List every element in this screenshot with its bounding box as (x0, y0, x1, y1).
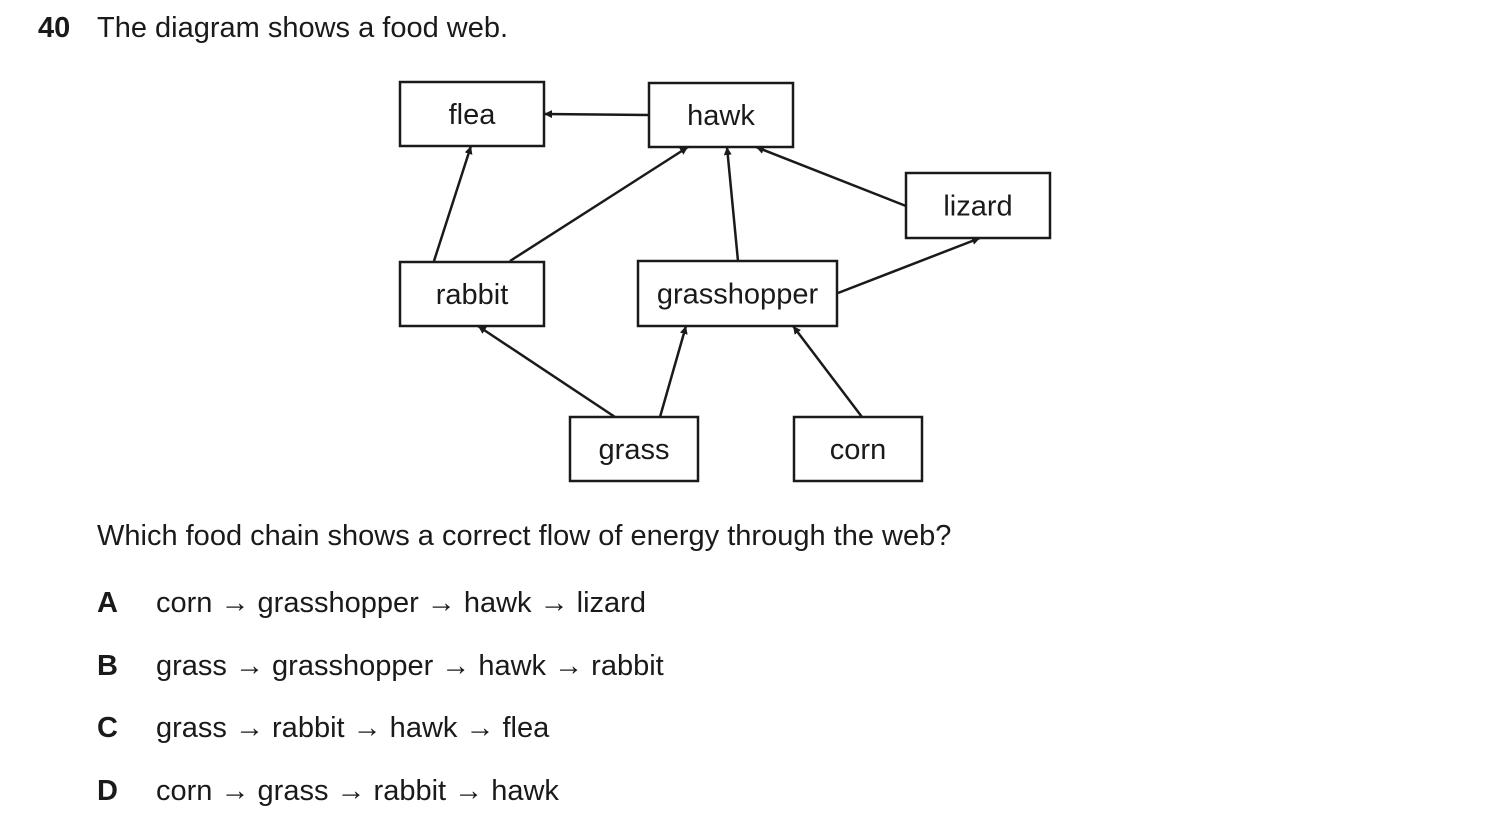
node-flea: flea (400, 82, 544, 146)
option-text: grass → grasshopper → hawk → rabbit (156, 650, 664, 682)
option-letter: B (97, 648, 156, 684)
node-hawk: hawk (649, 83, 793, 147)
arrow-grasshopper-to-lizard (838, 238, 980, 293)
food-web-diagram: flea hawk lizard rabbit grasshopper grass corn (0, 0, 1500, 500)
arrow-rabbit-to-flea (434, 146, 471, 261)
arrow-lizard-to-hawk (756, 147, 906, 206)
node-lizard: lizard (906, 173, 1050, 238)
node-grasshopper: grasshopper (638, 261, 837, 326)
arrow-grass-to-rabbit (478, 326, 615, 417)
arrow-corn-to-grasshopper (793, 326, 862, 417)
node-rabbit: rabbit (400, 262, 544, 326)
arrow-grass-to-grasshopper (660, 326, 686, 417)
node-grass: grass (570, 417, 698, 481)
arrow-grasshopper-to-hawk (727, 147, 738, 261)
option-letter: C (97, 710, 156, 746)
option-text: grass → rabbit → hawk → flea (156, 712, 549, 744)
question-prompt: Which food chain shows a correct flow of… (97, 518, 951, 554)
node-label: hawk (687, 100, 755, 132)
arrow-rabbit-to-hawk (510, 147, 688, 261)
node-label: rabbit (436, 279, 509, 311)
node-label: grass (599, 434, 670, 466)
node-corn: corn (794, 417, 922, 481)
node-label: flea (449, 99, 497, 131)
arrow-hawk-to-flea (544, 114, 649, 115)
node-label: corn (830, 434, 886, 466)
node-label: grasshopper (657, 279, 819, 311)
node-label: lizard (943, 191, 1012, 223)
option-text: corn → grasshopper → hawk → lizard (156, 587, 646, 619)
option-text: corn → grass → rabbit → hawk (156, 775, 559, 807)
option-letter: A (97, 585, 156, 621)
option-letter: D (97, 773, 156, 809)
